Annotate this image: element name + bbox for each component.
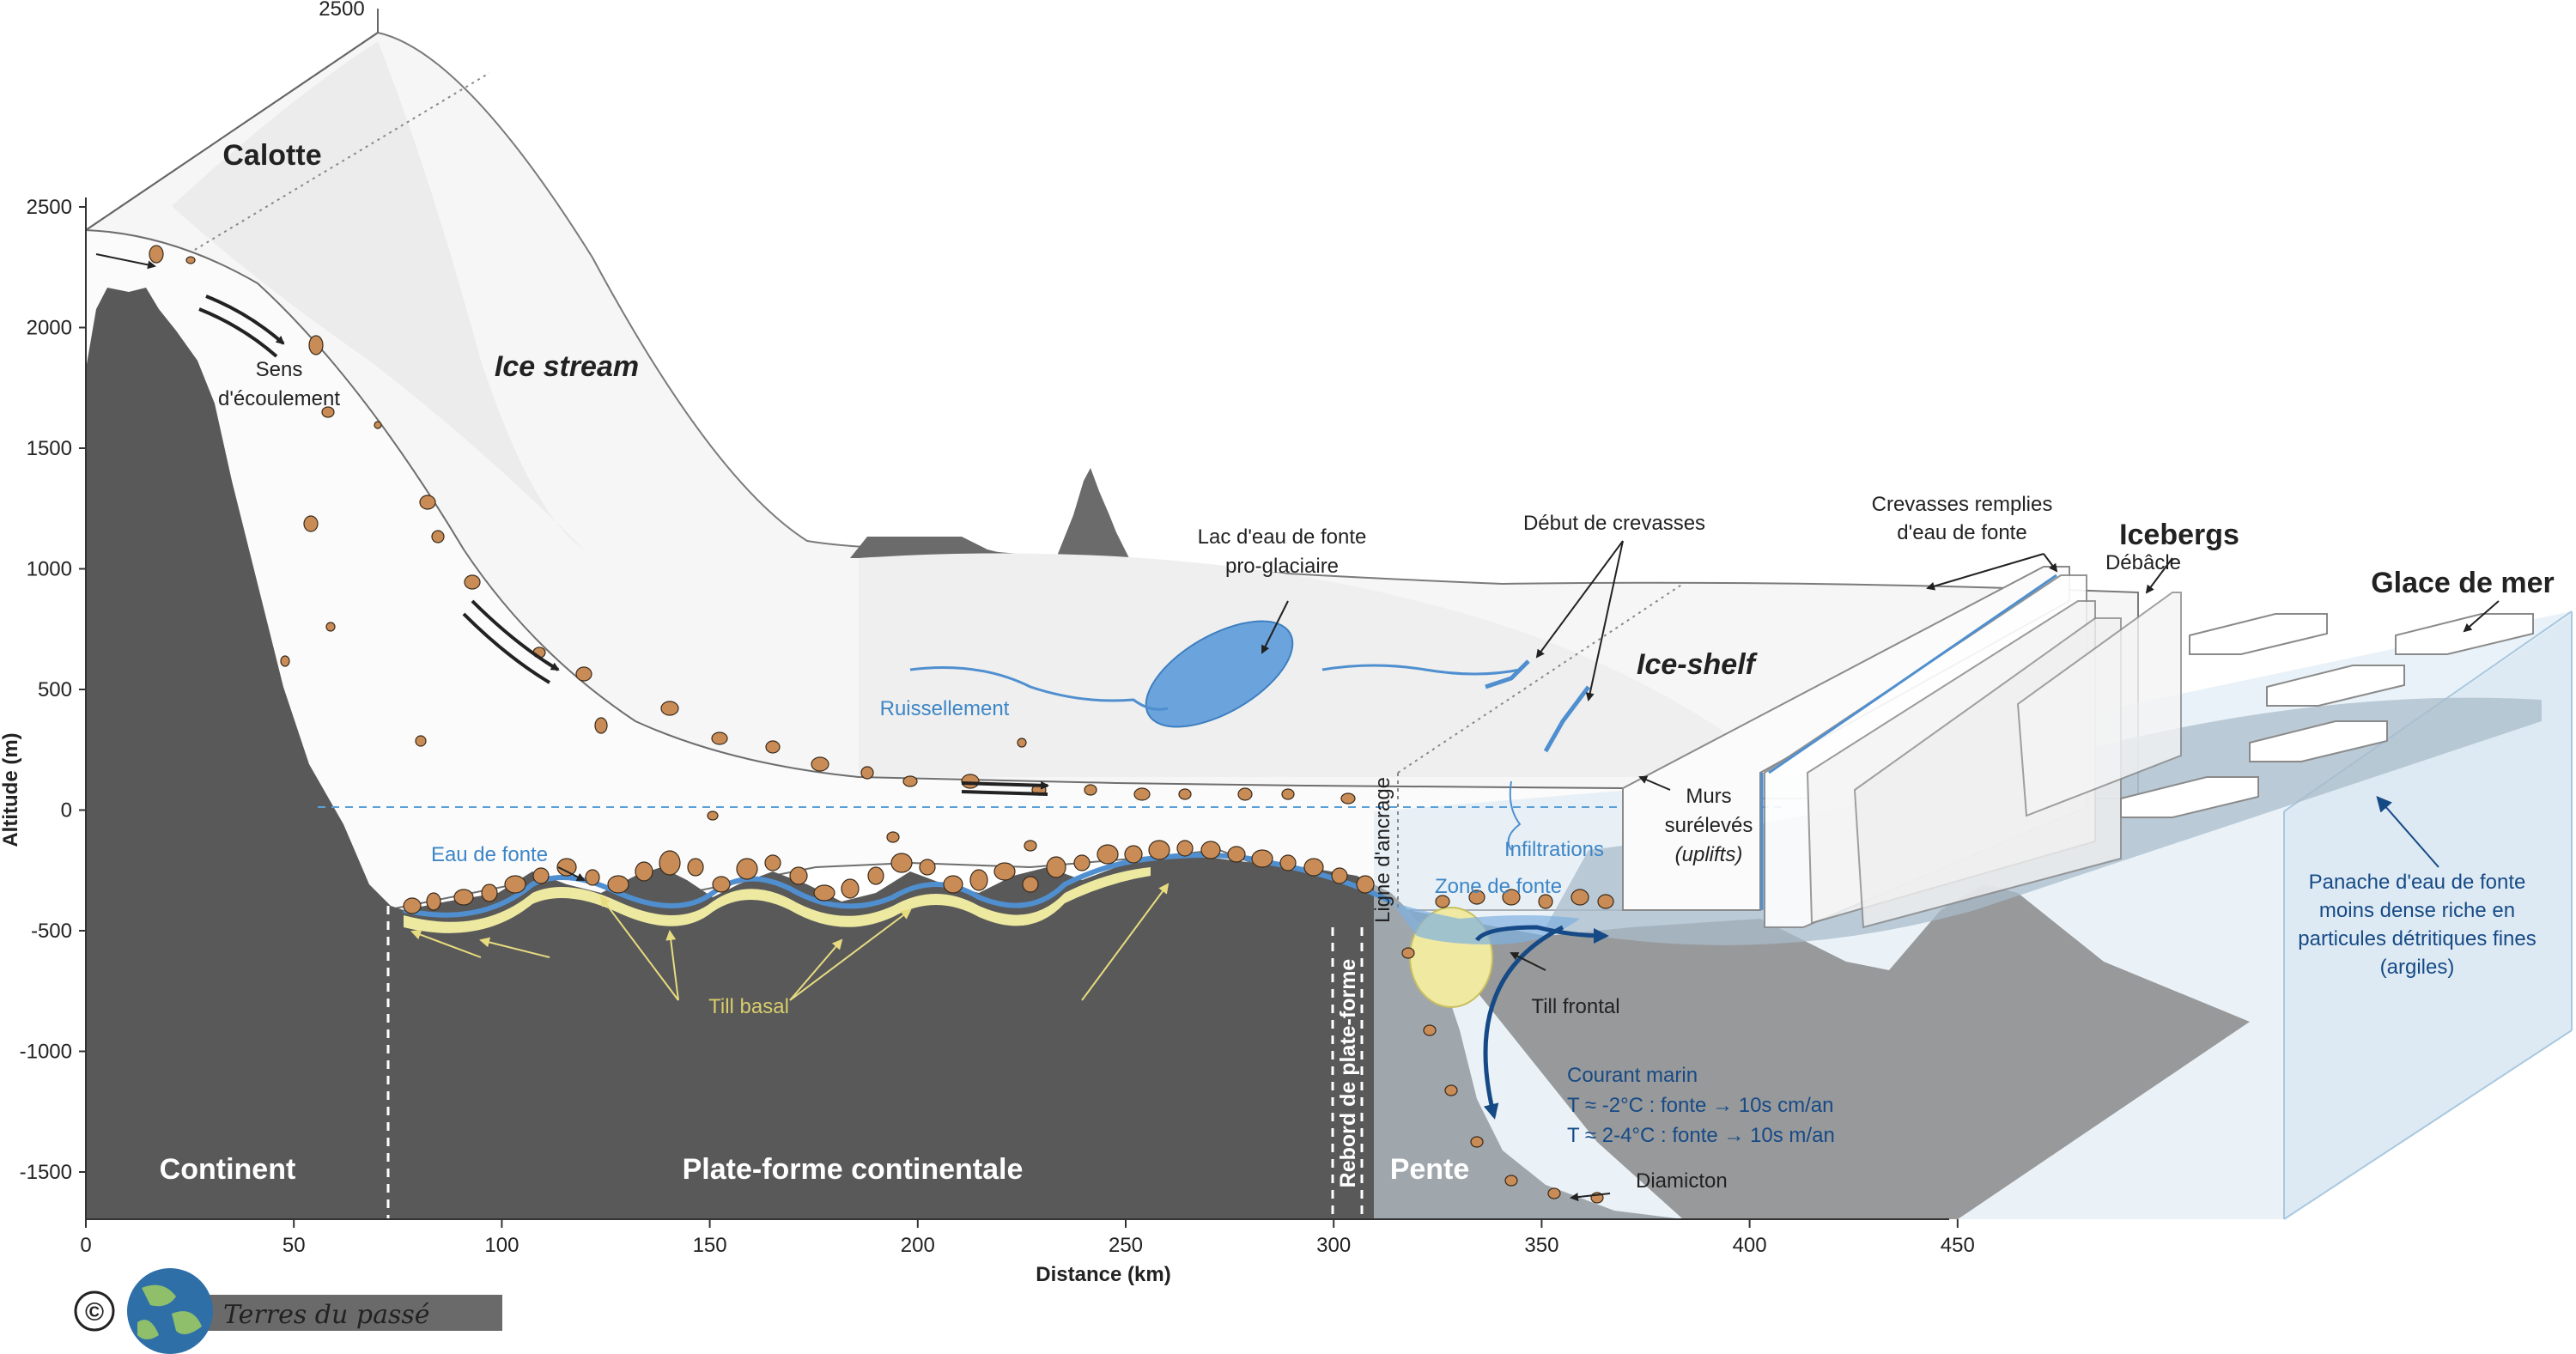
far-ice — [859, 553, 1786, 777]
label-current-3: T ≈ 2-4°C : fonte → 10s m/an — [1567, 1124, 1835, 1147]
crevasse-start-1 — [1485, 659, 1530, 689]
label-current-2: T ≈ -2°C : fonte → 10s cm/an — [1567, 1094, 1833, 1117]
label-filled-2: d'eau de fonte — [1897, 521, 2026, 544]
runoff-stream — [909, 666, 1169, 711]
x-tick-label: 450 — [1941, 1234, 1975, 1257]
zone-grounding-line: Ligne d'ancrage — [1371, 777, 1394, 923]
copyright-symbol: © — [85, 1298, 104, 1327]
y-tick-label: -500 — [31, 920, 72, 943]
proglacial-lake — [1145, 620, 1294, 728]
zone-continent: Continent — [160, 1153, 296, 1186]
label-current-1: Courant marin — [1567, 1064, 1698, 1087]
label-plume-4: (argiles) — [2380, 956, 2455, 979]
melt-zone — [1391, 902, 1580, 944]
ocean-box-edge-3 — [2283, 1029, 2573, 1220]
bedrock-continent — [86, 288, 1683, 1219]
till-basal-layer — [404, 867, 1151, 933]
label-ice-stream: Ice stream — [495, 350, 639, 383]
x-tick-label: 0 — [80, 1234, 91, 1257]
globe-logo — [127, 1268, 213, 1354]
y-tick-label: 2000 — [27, 317, 72, 340]
seafloor — [1408, 884, 2250, 1219]
label-diamicton: Diamicton — [1636, 1169, 1728, 1193]
x-tick-label: 150 — [693, 1234, 727, 1257]
y-axis-ticks: 2500 2000 1500 1000 500 0 -500 -1000 -1500 — [20, 196, 86, 1184]
label-sea-ice: Glace de mer — [2371, 567, 2555, 599]
label-walls-2: surélevés — [1665, 814, 1753, 837]
zone-shelf: Plate-forme continentale — [683, 1153, 1024, 1186]
x-tick-label: 350 — [1524, 1234, 1558, 1257]
meltwater-outflow-arrow — [1474, 925, 1609, 944]
x-tick-label: 250 — [1109, 1234, 1143, 1257]
label-infiltrations: Infiltrations — [1504, 838, 1604, 861]
label-flow-2: d'écoulement — [218, 387, 340, 410]
credit-banner — [185, 1295, 502, 1331]
label-ice-shelf: Ice-shelf — [1637, 648, 1759, 681]
label-till-basal: Till basal — [708, 995, 789, 1018]
label-crevasse-start: Début de crevasses — [1523, 512, 1705, 535]
ice-shelf-blocks — [1622, 566, 2182, 929]
leader-lines — [557, 540, 2500, 1202]
x-tick-label: 400 — [1733, 1234, 1767, 1257]
flow-arrow-small — [95, 253, 156, 270]
label-plume-2: moins dense riche en — [2319, 899, 2515, 922]
calotte-shadow — [172, 41, 584, 549]
credit-name: Terres du passé — [223, 1300, 430, 1330]
zone-shelf-edge: Rebord de plate-forme — [1336, 959, 1360, 1188]
top-tick-label: 2500 — [319, 0, 364, 21]
y-tick-label: 1000 — [27, 558, 72, 581]
flow-arrows — [198, 294, 1049, 796]
y-tick-label: 500 — [38, 678, 72, 701]
globe-land — [137, 1284, 202, 1339]
x-tick-label: 50 — [283, 1234, 306, 1257]
ocean-current-arrow — [1483, 925, 1564, 1120]
grounding-dotted-diag — [1397, 583, 1684, 774]
crevasse-start-2 — [1543, 685, 1590, 753]
till-leaders — [410, 883, 1170, 1001]
x-axis-ticks: 0 50 100 150 200 250 300 350 400 450 — [80, 1219, 1975, 1257]
label-flow-1: Sens — [256, 358, 303, 381]
background-ridge — [850, 537, 1022, 558]
ice-shelf-runoff — [1321, 664, 1521, 676]
label-lake-2: pro-glaciaire — [1225, 555, 1339, 578]
x-tick-label: 100 — [484, 1234, 519, 1257]
x-tick-label: 300 — [1316, 1234, 1351, 1257]
zone-slope: Pente — [1390, 1153, 1470, 1186]
label-plume-3: particules détritiques fines — [2298, 927, 2536, 950]
label-icebergs: Icebergs — [2119, 519, 2239, 551]
copyright-circle — [74, 1290, 115, 1332]
label-walls-3: (uplifts) — [1675, 843, 1743, 866]
label-runoff: Ruissellement — [880, 697, 1010, 720]
label-melt-zone: Zone de fonte — [1435, 875, 1562, 898]
filled-crevasse-1 — [1768, 574, 2057, 774]
label-filled-1: Crevasses remplies — [1872, 493, 2053, 516]
plume-leader — [2376, 795, 2439, 868]
label-meltwater: Eau de fonte — [431, 843, 548, 866]
y-tick-label: -1000 — [20, 1041, 72, 1064]
ice-stream-body — [85, 228, 1624, 911]
y-tick-label: 1500 — [27, 437, 72, 460]
label-walls-1: Murs — [1686, 785, 1731, 808]
calotte-left-edge — [85, 32, 379, 231]
label-debacle: Débâcle — [2105, 551, 2181, 574]
label-lake-1: Lac d'eau de fonte — [1198, 525, 1367, 549]
credit-logo: © Terres du passé — [74, 1268, 502, 1354]
background-mountain — [1056, 468, 1129, 558]
label-till-frontal: Till frontal — [1531, 995, 1619, 1018]
debris-clasts — [149, 245, 1726, 1204]
y-tick-label: 0 — [61, 799, 72, 823]
x-tick-label: 200 — [901, 1234, 935, 1257]
sea-ice-plates — [2120, 613, 2534, 818]
label-plume-1: Panache d'eau de fonte — [2309, 871, 2526, 894]
label-calotte: Calotte — [222, 139, 321, 172]
y-axis-title: Altitude (m) — [0, 732, 22, 847]
x-axis-title: Distance (km) — [1036, 1263, 1170, 1286]
y-tick-label: 2500 — [27, 196, 72, 219]
y-tick-label: -1500 — [20, 1161, 72, 1184]
